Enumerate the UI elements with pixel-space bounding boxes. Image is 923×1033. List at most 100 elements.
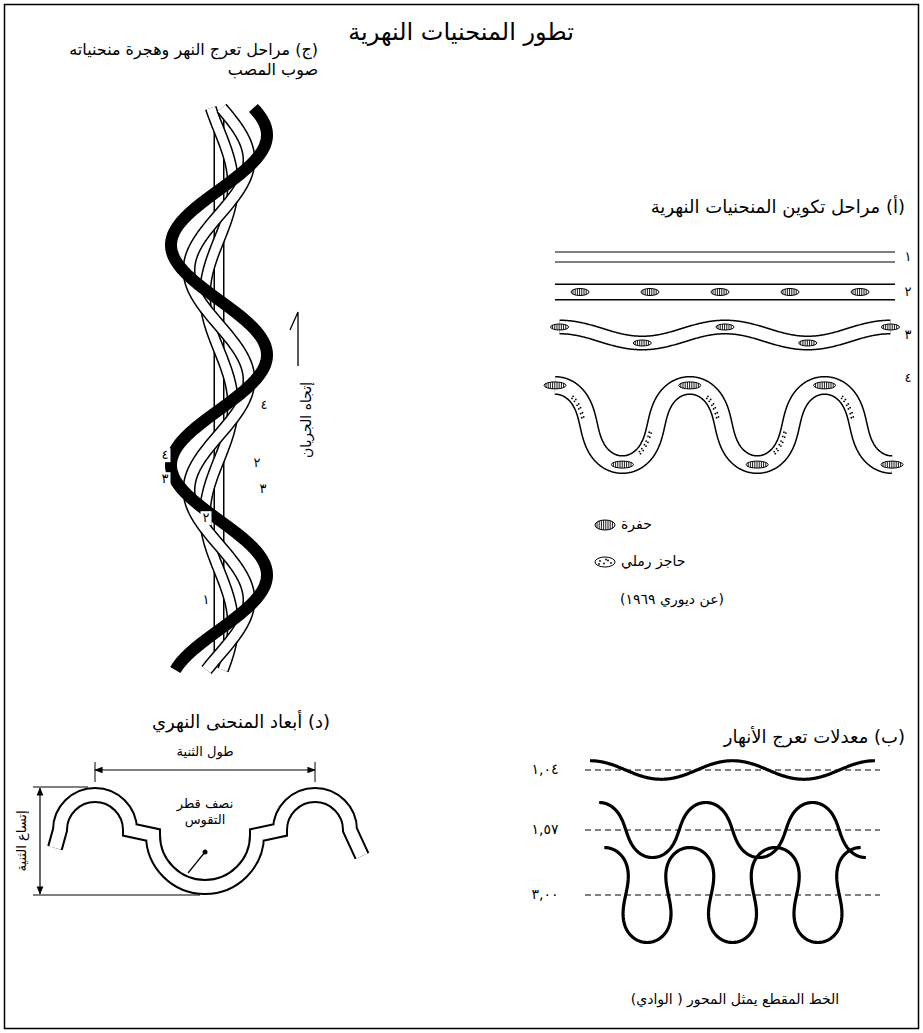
pool-outline xyxy=(814,382,836,389)
pool-outline xyxy=(641,289,659,296)
pool-hatch xyxy=(573,290,574,294)
pool-hatch xyxy=(613,463,614,467)
final-channel xyxy=(171,108,267,670)
pool-hatch xyxy=(546,383,547,387)
dimension-label: نصف قطر التقوس xyxy=(167,796,243,829)
pool-hatch xyxy=(617,461,618,467)
river-line xyxy=(599,803,866,858)
dimension-label: طول الثنية xyxy=(177,744,234,760)
pool-hatch xyxy=(656,289,657,294)
point-bar-dot xyxy=(785,432,787,434)
source-note: (عن ديوري ١٩٦٩) xyxy=(620,591,724,609)
point-bar-dot xyxy=(647,441,649,443)
pool-hatch xyxy=(552,325,553,329)
pool-hatch xyxy=(726,324,727,330)
pool-hatch xyxy=(724,324,725,330)
pool-hatch xyxy=(789,289,790,296)
point-bar-dot xyxy=(706,398,708,400)
pool-hatch xyxy=(885,462,886,468)
pool-hatch xyxy=(883,325,884,329)
pool-outline xyxy=(851,289,869,296)
pool-hatch xyxy=(647,289,648,296)
pool-symbol xyxy=(814,382,836,389)
pool-hatch xyxy=(794,289,795,295)
amplitude-dimension xyxy=(39,788,40,894)
flow-arrow xyxy=(290,312,298,366)
point-bar-dot xyxy=(845,399,847,401)
pool-outline xyxy=(633,340,651,346)
point-bar-dot xyxy=(784,436,786,438)
point-bar-dot xyxy=(782,435,784,437)
drawing xyxy=(55,108,903,943)
point-bar-dot xyxy=(851,412,853,414)
pool-hatch xyxy=(785,289,786,295)
point-bar-dot xyxy=(711,404,713,406)
radius-line xyxy=(188,852,205,873)
pool-outline xyxy=(551,324,569,330)
point-bar-dot xyxy=(847,403,849,405)
wavelength-dimension xyxy=(95,769,315,770)
pool-hatch xyxy=(855,289,856,295)
pool-hatch xyxy=(584,289,585,295)
bar-dot xyxy=(610,562,612,564)
pool-hatch xyxy=(805,340,806,346)
point-bar-dot xyxy=(852,416,854,418)
pool-hatch xyxy=(824,382,825,389)
pool-hatch xyxy=(800,341,801,345)
pool-hatch xyxy=(603,520,604,530)
bar-symbol xyxy=(595,557,615,567)
point-bar-dot xyxy=(780,445,782,447)
pool-symbol xyxy=(711,289,729,296)
pool-outline xyxy=(746,461,768,468)
pool-hatch xyxy=(809,340,810,346)
pool-hatch xyxy=(554,324,555,329)
pool-outline xyxy=(881,461,903,468)
pool-hatch xyxy=(605,520,606,530)
pool-hatch xyxy=(787,289,788,296)
pool-hatch xyxy=(783,290,784,294)
pool-symbol xyxy=(544,382,566,389)
point-bar-dot xyxy=(778,444,780,446)
pool-hatch xyxy=(563,383,564,387)
pool-hatch xyxy=(556,324,557,330)
point-bar-dot xyxy=(638,451,640,453)
point-bar-dot xyxy=(580,407,582,409)
pool-hatch xyxy=(722,324,723,330)
pool-hatch xyxy=(644,340,645,346)
bar-dot xyxy=(605,559,607,561)
pool-hatch xyxy=(859,289,860,296)
point-bar-dot xyxy=(713,408,715,410)
pool-hatch xyxy=(894,461,895,468)
pool-symbol xyxy=(551,324,569,330)
pool-hatch xyxy=(754,461,755,468)
sinuosity-value: ١,٠٤ xyxy=(531,761,558,779)
pool-hatch xyxy=(831,383,832,389)
pool-hatch xyxy=(559,382,560,388)
point-bar-dot xyxy=(645,440,647,442)
stage-number: ٢ xyxy=(905,284,912,300)
point-bar-dot xyxy=(850,417,852,419)
point-bar-dot xyxy=(649,436,651,438)
extension-line xyxy=(95,762,96,782)
point-bar-dot xyxy=(574,400,576,402)
pool-outline xyxy=(799,340,817,346)
caption-note: الخط المقطع يمثل المحور ( الوادي) xyxy=(631,991,840,1009)
pool-symbol xyxy=(611,461,633,468)
pool-hatch xyxy=(890,324,891,330)
pool-hatch xyxy=(724,289,725,295)
point-bar-dot xyxy=(572,395,574,397)
pool-symbol xyxy=(716,324,734,330)
stage-number: ٤ xyxy=(259,398,270,412)
pool-hatch xyxy=(631,462,632,466)
panel-heading: (د) أبعاد المنحنى النهري xyxy=(152,711,330,734)
pool-outline xyxy=(711,289,729,296)
pool-hatch xyxy=(861,289,862,296)
pool-hatch xyxy=(752,461,753,467)
point-bar-dot xyxy=(581,417,583,419)
pool-hatch xyxy=(599,521,600,529)
pool-hatch xyxy=(557,382,558,389)
pool-hatch xyxy=(817,383,818,389)
pool-symbol xyxy=(881,324,899,330)
point-bar-dot xyxy=(648,431,650,433)
extension-line xyxy=(315,762,316,782)
